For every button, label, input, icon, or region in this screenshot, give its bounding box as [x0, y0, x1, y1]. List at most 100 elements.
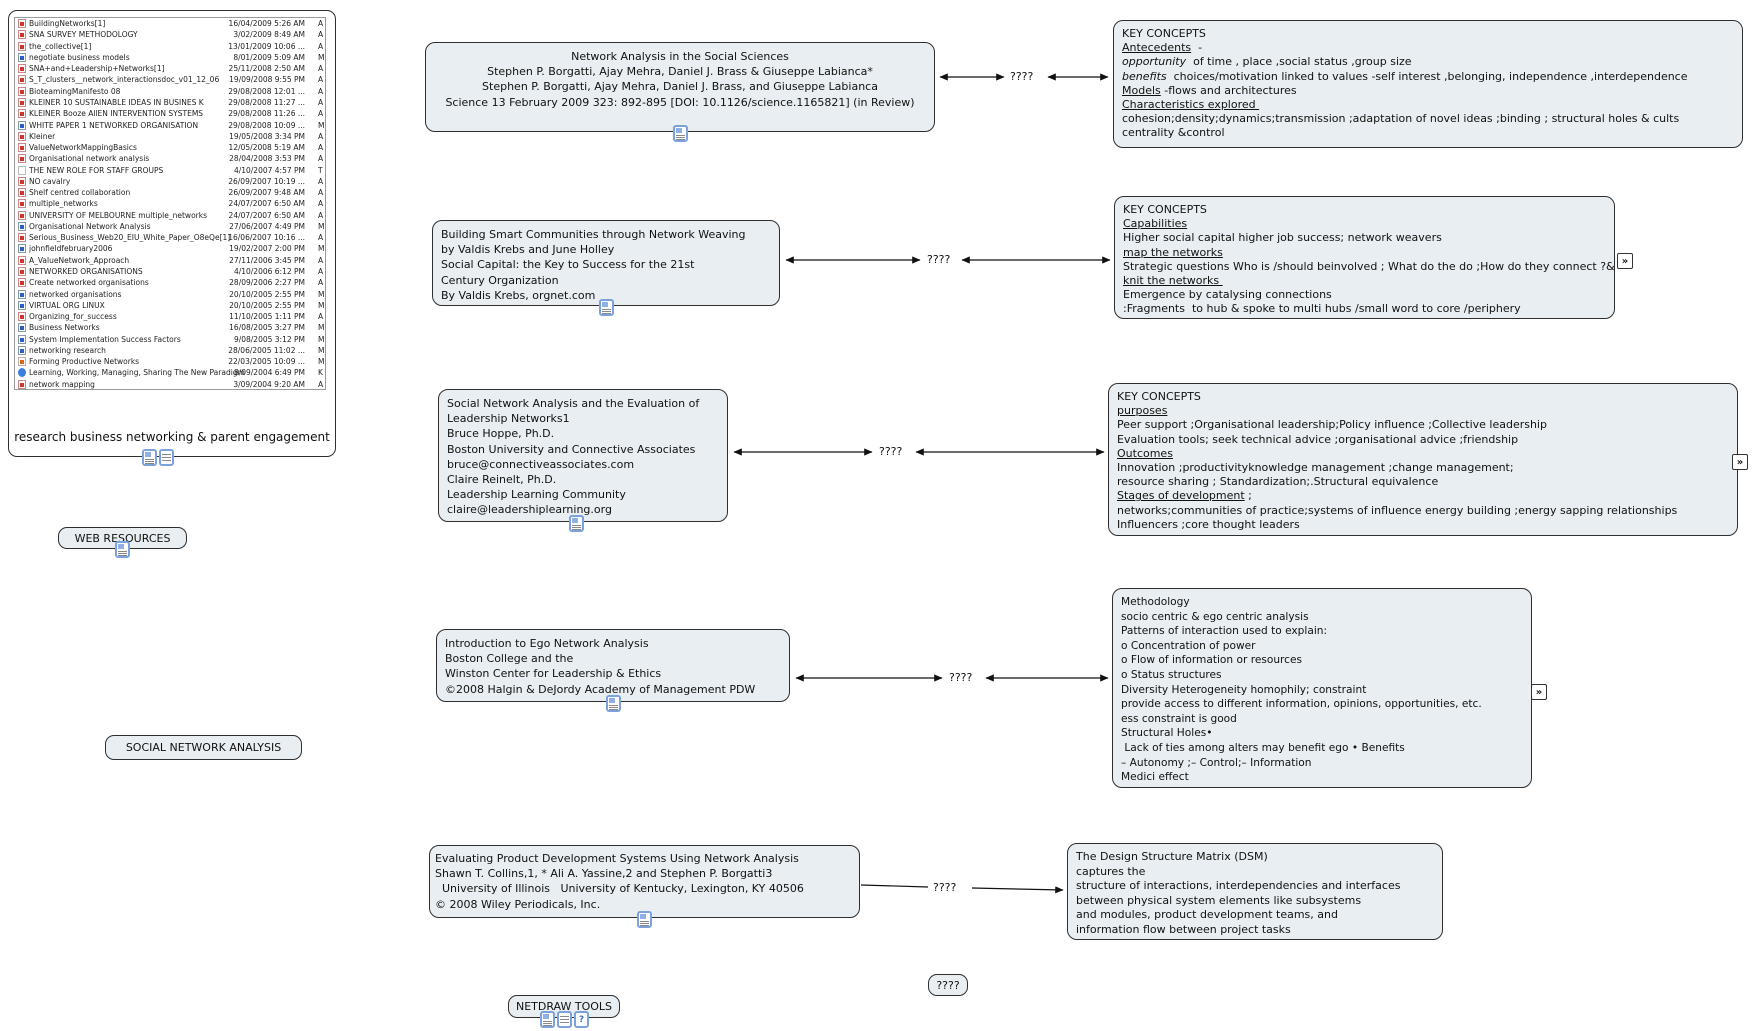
file-row[interactable]: THE NEW ROLE FOR STAFF GROUPS 4/10/2007 … — [15, 164, 325, 175]
file-row[interactable]: the_collective[1] 13/01/2009 10:06 ... A — [15, 41, 325, 52]
text-line: Shawn T. Collins,1, * Ali A. Yassine,2 a… — [435, 867, 773, 881]
file-type-icon — [18, 357, 26, 367]
file-row[interactable]: BuildingNetworks[1] 16/04/2009 5:26 AM A — [15, 18, 325, 29]
file-extra-col: A — [318, 64, 324, 74]
file-type-icon — [18, 131, 26, 141]
image-doc-icon[interactable] — [606, 695, 621, 712]
link-label[interactable]: ???? — [876, 444, 906, 459]
link-label[interactable]: ???? — [924, 252, 954, 267]
file-name: Business Networks — [29, 323, 100, 333]
file-row[interactable]: Organizing_for_success 11/10/2005 1:11 P… — [15, 311, 325, 322]
file-row[interactable]: SNA SURVEY METHODOLOGY 3/02/2009 8:49 AM… — [15, 29, 325, 40]
file-row[interactable]: Serious_Business_Web20_EIU_White_Paper_O… — [15, 232, 325, 243]
file-row[interactable]: Business Networks 16/08/2005 3:27 PM M — [15, 322, 325, 333]
node-paper-product-development-systems[interactable]: Evaluating Product Development Systems U… — [429, 845, 860, 918]
file-extra-col: A — [318, 266, 324, 276]
file-row[interactable]: SNA+and+Leadership+Networks[1] 25/11/200… — [15, 63, 325, 74]
text-line: knit the networks — [1123, 274, 1223, 288]
text-line: cohesion;density;dynamics;transmission ;… — [1122, 112, 1680, 126]
file-type-icon — [18, 154, 26, 164]
node-file-list[interactable]: BuildingNetworks[1] 16/04/2009 5:26 AM A… — [8, 10, 336, 457]
link-label[interactable]: ???? — [946, 670, 976, 685]
file-row[interactable]: Create networked organisations 28/09/200… — [15, 277, 325, 288]
file-row[interactable]: Organisational network analysis 28/04/20… — [15, 153, 325, 164]
file-row[interactable]: johnfieldfebruary2006 19/02/2007 2:00 PM… — [15, 243, 325, 254]
question-doc-icon[interactable]: ? — [574, 1011, 589, 1028]
node-paper-building-smart-communities[interactable]: Building Smart Communities through Netwo… — [432, 220, 780, 306]
text-line: information flow between project tasks — [1076, 922, 1291, 936]
file-row[interactable]: ValueNetworkMappingBasics 12/05/2008 5:1… — [15, 142, 325, 153]
image-doc-icon[interactable] — [673, 125, 688, 142]
image-doc-icon[interactable] — [540, 1011, 555, 1028]
text-line: The Design Structure Matrix (DSM) — [1076, 850, 1268, 863]
file-row[interactable]: multiple_networks 24/07/2007 6:50 AM A — [15, 198, 325, 209]
text-line: Stephen P. Borgatti, Ajay Mehra, Daniel … — [482, 80, 878, 94]
file-row[interactable]: KLEINER Booze AllEN INTERVENTION SYSTEMS… — [15, 108, 325, 119]
file-date: 26/09/2007 10:19 ... — [228, 176, 305, 186]
file-name: Forming Productive Networks — [29, 357, 140, 367]
file-row[interactable]: KLEINER 10 SUSTAINABLE IDEAS IN BUSINES … — [15, 97, 325, 108]
expand-more-icon[interactable]: » — [1531, 684, 1547, 700]
node-social-network-analysis[interactable]: SOCIAL NETWORK ANALYSIS — [105, 735, 302, 760]
node-netdraw-tools[interactable]: NETDRAW TOOLS — [508, 995, 620, 1018]
node-paper-leadership-networks[interactable]: Social Network Analysis and the Evaluati… — [438, 389, 728, 522]
file-row[interactable]: WHITE PAPER 1 NETWORKED ORGANISATION 29/… — [15, 119, 325, 130]
file-name: Create networked organisations — [29, 278, 149, 288]
file-type-icon — [18, 323, 26, 333]
file-row[interactable]: NETWORKED ORGANISATIONS 4/10/2006 6:12 P… — [15, 266, 325, 277]
file-row[interactable]: UNIVERSITY OF MELBOURNE multiple_network… — [15, 210, 325, 221]
file-type-icon — [18, 210, 26, 220]
file-date: 24/07/2007 6:50 AM — [228, 210, 305, 220]
file-date: 28/04/2008 3:53 PM — [229, 154, 305, 164]
file-extra-col: M — [318, 221, 325, 231]
image-doc-icon[interactable] — [115, 541, 130, 558]
file-type-icon — [18, 278, 26, 288]
file-row[interactable]: Forming Productive Networks 22/03/2005 1… — [15, 356, 325, 367]
file-row[interactable]: S_T_clusters__network_interactionsdoc_v0… — [15, 74, 325, 85]
text-line: Diversity Heterogeneity homophily; const… — [1121, 683, 1367, 696]
file-extra-col: M — [318, 323, 325, 333]
file-date: 19/02/2007 2:00 PM — [229, 244, 305, 254]
text-doc-icon[interactable] — [557, 1011, 572, 1028]
text-line: :Fragments to hub & spoke to multi hubs … — [1123, 302, 1521, 316]
file-row[interactable]: network mapping 3/09/2004 9:20 AM A — [15, 379, 325, 390]
file-row[interactable]: BioteamingManifesto 08 29/08/2008 12:01 … — [15, 86, 325, 97]
file-row[interactable]: VIRTUAL ORG LINUX 20/10/2005 2:55 PM M — [15, 300, 325, 311]
image-doc-icon[interactable] — [569, 515, 584, 532]
file-row[interactable]: System Implementation Success Factors 9/… — [15, 333, 325, 344]
file-type-icon — [18, 368, 26, 378]
file-row[interactable]: networked organisations 20/10/2005 2:55 … — [15, 288, 325, 299]
file-extra-col: A — [318, 30, 324, 40]
expand-more-icon[interactable]: » — [1732, 454, 1748, 470]
file-row[interactable]: Organisational Network Analysis 27/06/20… — [15, 221, 325, 232]
image-doc-icon[interactable] — [599, 299, 614, 316]
file-row[interactable]: Learning, Working, Managing, Sharing The… — [15, 367, 325, 378]
node-unknown[interactable]: ???? — [928, 974, 968, 996]
expand-more-icon[interactable]: » — [1617, 253, 1633, 269]
node-web-resources[interactable]: WEB RESOURCES — [58, 527, 187, 549]
text-line: Structural Holes• — [1121, 727, 1213, 740]
file-row[interactable]: NO cavalry 26/09/2007 10:19 ... A — [15, 176, 325, 187]
file-row[interactable]: Shelf centred collaboration 26/09/2007 9… — [15, 187, 325, 198]
image-doc-icon[interactable] — [142, 449, 157, 466]
file-row[interactable]: negotiate business models 8/01/2009 5:09… — [15, 52, 325, 63]
text-line: map the networks — [1123, 245, 1223, 259]
file-row[interactable]: Kleiner 19/05/2008 3:34 PM A — [15, 131, 325, 142]
node-design-structure-matrix[interactable]: The Design Structure Matrix (DSM)capture… — [1067, 843, 1443, 940]
file-row[interactable]: A_ValueNetwork_Approach 27/11/2006 3:45 … — [15, 255, 325, 266]
image-doc-icon[interactable] — [637, 911, 652, 928]
file-extra-col: M — [318, 120, 325, 130]
text-doc-icon[interactable] — [159, 449, 174, 466]
file-extra-col: A — [318, 233, 324, 243]
file-name: Shelf centred collaboration — [29, 188, 131, 198]
link-label[interactable]: ???? — [1007, 69, 1037, 84]
file-row[interactable]: networking research 28/06/2005 11:02 ...… — [15, 345, 325, 356]
file-type-icon — [18, 41, 26, 51]
link-label[interactable]: ???? — [930, 880, 960, 895]
